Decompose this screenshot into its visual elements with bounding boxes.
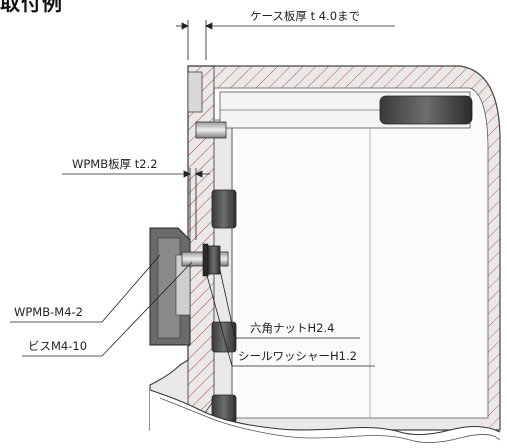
diagram-title: 取付例 (0, 0, 63, 15)
wpmb-thickness-dimension (62, 168, 210, 240)
top-screw (195, 121, 227, 139)
seal-washer (202, 243, 209, 277)
wpmb-thickness-label: WPMB板厚 t2.2 (72, 157, 158, 171)
boss-1 (211, 189, 237, 229)
leader-seal-washer (205, 271, 233, 367)
case-right-hatch (488, 150, 500, 430)
case-thickness-label: ケース板厚 t 4.0まで (250, 9, 361, 23)
leader-hex-nut (219, 269, 236, 339)
leader-screw (22, 261, 193, 357)
case-top-hatch (188, 66, 500, 150)
break-line (150, 390, 500, 448)
leader-wpmb-model (10, 254, 161, 323)
wpmb-model-label: WPMB-M4-2 (14, 305, 83, 319)
screw-label: ビスM4-10 (28, 339, 88, 353)
case-thickness-dimension (176, 20, 395, 60)
inner-rail-bar (379, 95, 473, 125)
hex-nut-label: 六角ナットH2.4 (250, 321, 335, 335)
seal-washer-label: シールワッシャーH1.2 (238, 349, 357, 363)
case-cavity (213, 87, 489, 419)
case-wall-hatch (187, 65, 215, 421)
hex-nut (207, 245, 221, 275)
